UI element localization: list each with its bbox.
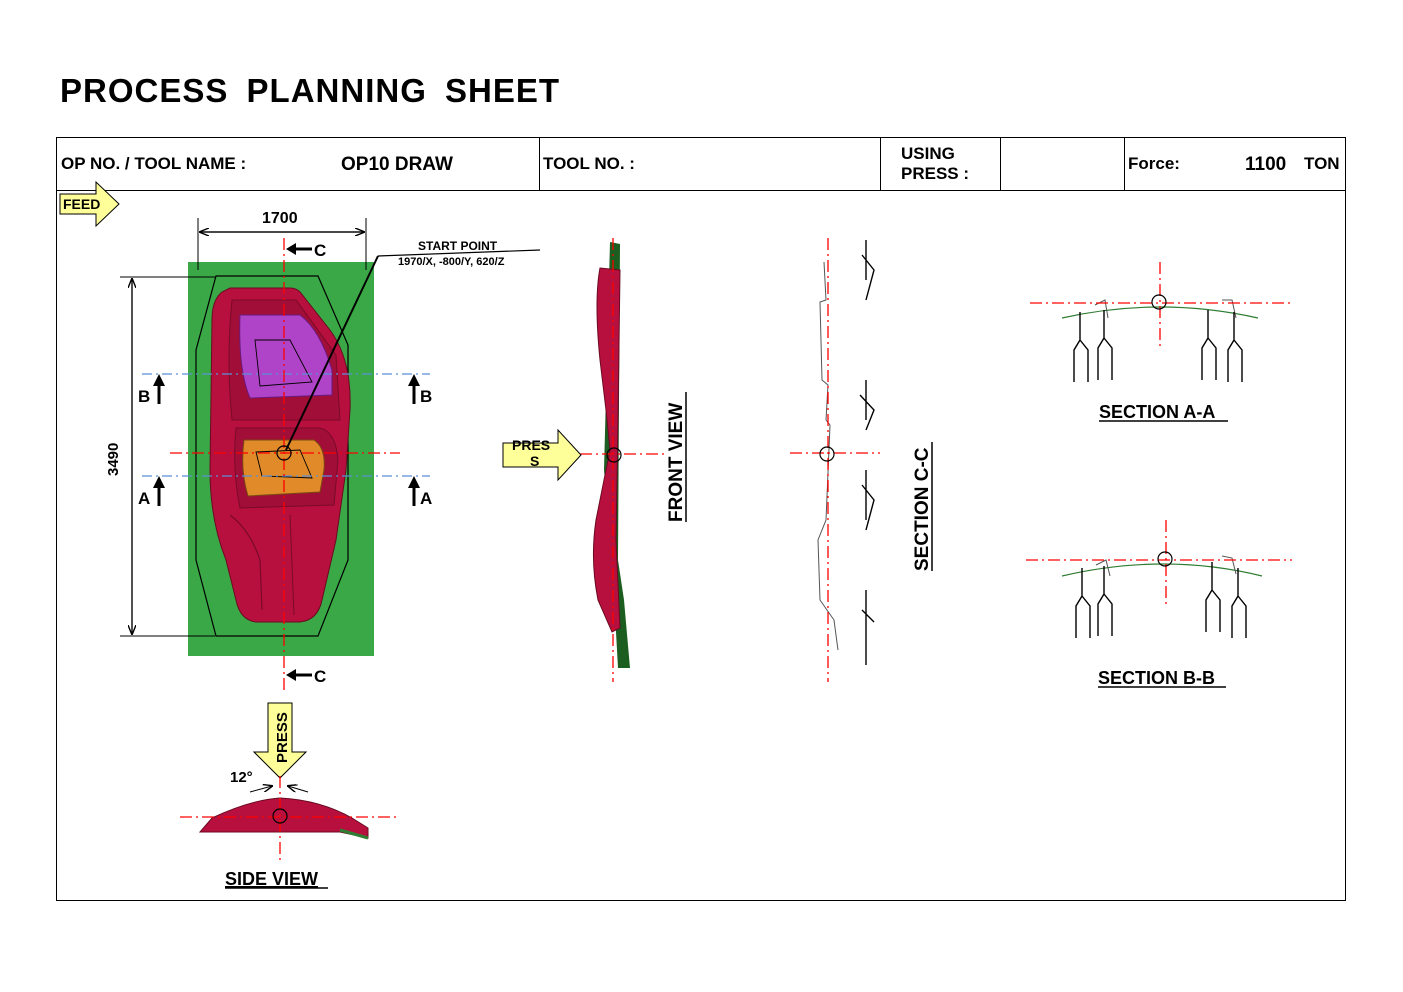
force-label: Force: (1128, 154, 1180, 173)
front-press-line1: PRES (512, 437, 550, 453)
header-row: OP NO. / TOOL NAME : OP10 DRAW TOOL NO. … (56, 137, 1346, 191)
section-c-top-label: C (314, 241, 326, 260)
feed-arrow: FEED (59, 180, 120, 228)
press-cell: USING PRESS : (881, 137, 1001, 190)
start-point-coords: 1970/X, -800/Y, 620/Z (398, 256, 505, 268)
lower-pocket-line (255, 449, 313, 479)
width-dimension: 1700 (262, 210, 298, 227)
start-point-marker (276, 445, 292, 461)
section-bb: SECTION B-B (1026, 520, 1292, 688)
angle-label: 12° (230, 769, 253, 786)
section-a-right-label: A (420, 489, 432, 508)
force-unit: TON (1304, 154, 1340, 173)
sheet-frame (56, 137, 1346, 901)
press-value-cell (1001, 137, 1125, 190)
side-press-label: PRESS (274, 712, 291, 763)
side-view: PRESS 12° SIDE VIEW (180, 702, 398, 889)
section-aa-label: SECTION A-A (1099, 402, 1215, 422)
section-a-left-label: A (138, 489, 150, 508)
height-dimension: 3490 (105, 443, 122, 476)
section-aa: SECTION A-A (1030, 262, 1290, 422)
start-point-leader (285, 255, 379, 451)
section-cc: SECTION C-C (790, 238, 933, 682)
tool-label: TOOL NO. : (543, 154, 635, 173)
upper-pocket (239, 314, 333, 399)
op-label: OP NO. / TOOL NAME : (61, 154, 247, 173)
front-press-arrow (502, 428, 582, 482)
using-press-line1: USING (901, 144, 955, 163)
side-part (198, 797, 369, 839)
side-view-label: SIDE VIEW (225, 869, 318, 889)
using-press-line2: PRESS : (901, 164, 970, 183)
front-press-line2: S (530, 453, 539, 469)
start-point-title: START POINT (418, 239, 498, 253)
force-value: 1100 (1245, 154, 1287, 175)
upper-pocket-line (254, 339, 313, 387)
top-view: 1700 3490 C C B B A A START POINT 1970/X… (105, 210, 541, 690)
front-view: PRES S FRONT VIEW (502, 238, 687, 682)
front-view-label: FRONT VIEW (666, 403, 687, 522)
binder-outline (195, 275, 349, 637)
tool-cell: TOOL NO. : (540, 137, 881, 190)
sheet-title: PROCESS PLANNING SHEET (60, 72, 561, 109)
force-cell: Force: 1100 TON (1125, 137, 1346, 190)
op-cell: OP NO. / TOOL NAME : OP10 DRAW (56, 137, 540, 190)
section-b-left-label: B (138, 387, 150, 406)
feed-label: FEED (63, 196, 100, 212)
section-bb-label: SECTION B-B (1098, 668, 1215, 688)
section-c-bottom-label: C (314, 667, 326, 686)
section-cc-label: SECTION C-C (912, 447, 933, 571)
op-value: OP10 DRAW (341, 154, 453, 175)
side-press-arrow (252, 702, 308, 779)
section-b-right-label: B (420, 387, 432, 406)
